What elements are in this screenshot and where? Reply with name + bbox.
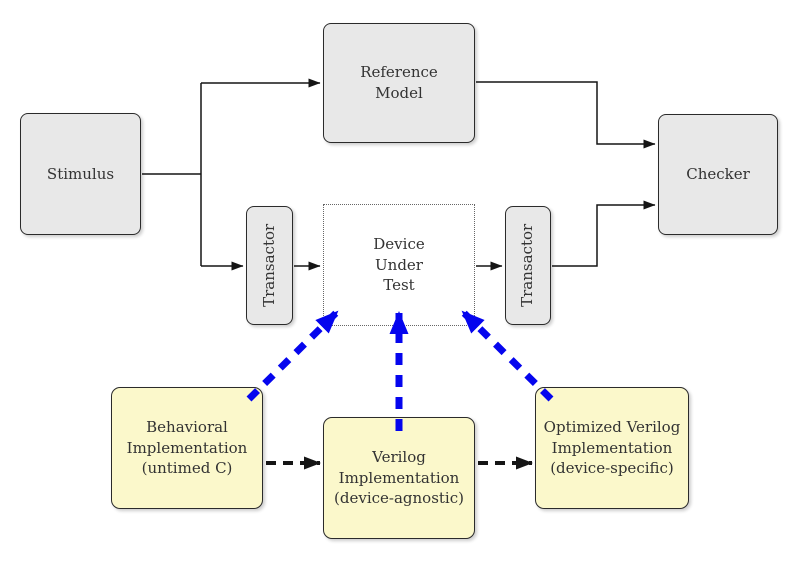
reference-model-box: Reference Model [323,23,475,143]
verilog-implementation-box: Verilog Implementation (device-agnostic) [323,417,475,539]
optimized-verilog-implementation-box: Optimized Verilog Implementation (device… [535,387,689,509]
behavioral-implementation-box: Behavioral Implementation (untimed C) [111,387,263,509]
behavioral-implementation-label: Behavioral Implementation (untimed C) [126,417,248,478]
transactor-in-box: Transactor [246,206,293,325]
optimized-verilog-implementation-label: Optimized Verilog Implementation (device… [543,417,681,478]
edge-transactor-out-to-checker [552,200,656,267]
checker-box: Checker [658,114,778,235]
transactor-out-label: Transactor [518,223,537,308]
verilog-implementation-label: Verilog Implementation (device-agnostic) [334,447,464,508]
transactor-in-label: Transactor [260,223,279,308]
stimulus-label: Stimulus [46,164,115,183]
edge-reference-to-checker [476,81,656,149]
edge-optimized-to-dut [460,309,554,402]
checker-label: Checker [686,165,750,184]
reference-model-label: Reference Model [360,63,438,102]
stimulus-box: Stimulus [20,113,141,235]
device-under-test-label: Device Under Test [373,234,425,295]
device-under-test-box: Device Under Test [323,204,475,326]
transactor-out-box: Transactor [505,206,551,325]
